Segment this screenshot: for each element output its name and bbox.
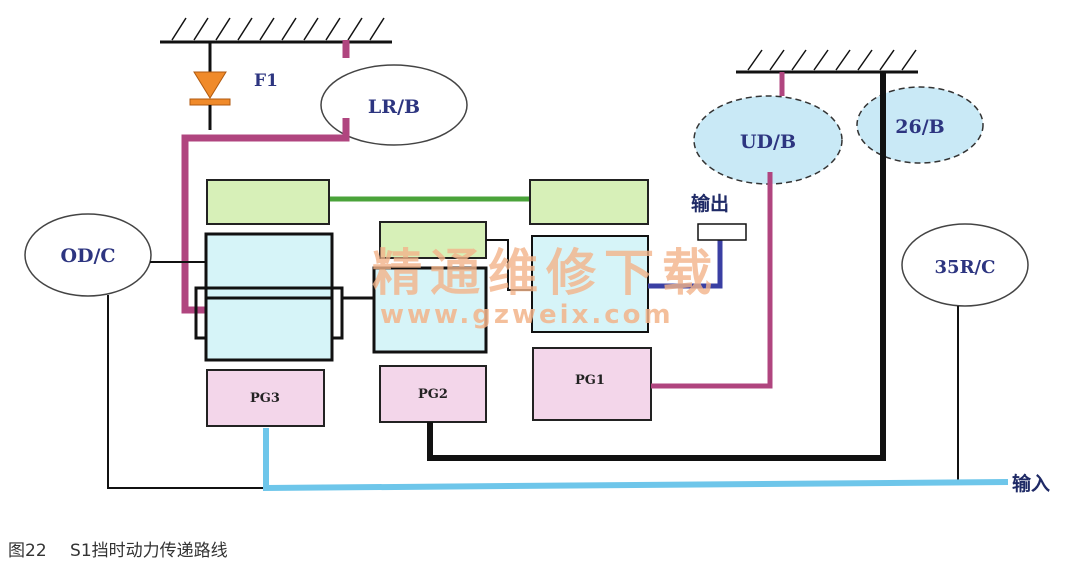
figure-number: 图22 (8, 541, 47, 561)
ud-brake-label: UD/B (740, 131, 796, 153)
pg1-box (532, 347, 652, 421)
f1-label: F1 (254, 71, 278, 91)
pg2-box (379, 365, 487, 423)
lr-brake (320, 64, 468, 146)
ud-brake-path (651, 172, 773, 389)
brake-26 (856, 86, 984, 164)
pg2-label: PG2 (418, 387, 448, 402)
pg1-ring-gear (531, 235, 649, 333)
drum-right (529, 179, 649, 225)
drum-left (206, 179, 330, 225)
output-label: 输出 (691, 192, 729, 215)
od-clutch-link-to-input (107, 295, 266, 489)
brake-26-path (427, 72, 886, 461)
output-path (648, 240, 723, 289)
od-clutch-label: OD/C (60, 245, 115, 267)
watermark-cn: 精通维修下载 (372, 244, 720, 302)
lr-brake-label: LR/B (368, 96, 420, 118)
pg3-label: PG3 (250, 391, 280, 406)
housing-ground-right (736, 49, 918, 74)
watermark-url: www.gzweix.com (380, 300, 674, 330)
housing-ground-left (160, 17, 392, 44)
clutch-35r (901, 223, 1029, 307)
drum-middle (379, 221, 487, 259)
output-flange (697, 223, 747, 241)
pg3-box (206, 369, 325, 427)
figure-title: S1挡时动力传递路线 (70, 541, 228, 561)
input-path (263, 428, 1009, 492)
lr-brake-path (181, 118, 350, 314)
od-clutch (24, 213, 152, 297)
figure-caption: 图22 S1挡时动力传递路线 (8, 536, 246, 561)
f1-arrow-icon (193, 71, 227, 99)
pg2-ring-gear (372, 266, 488, 354)
input-label: 输入 (1012, 472, 1050, 495)
pg1-label: PG1 (575, 373, 605, 388)
pg3-carrier (204, 296, 334, 362)
f1-one-way-clutch (189, 42, 231, 130)
clutch-35r-label: 35R/C (935, 257, 996, 278)
brake-26-label: 26/B (895, 116, 944, 138)
